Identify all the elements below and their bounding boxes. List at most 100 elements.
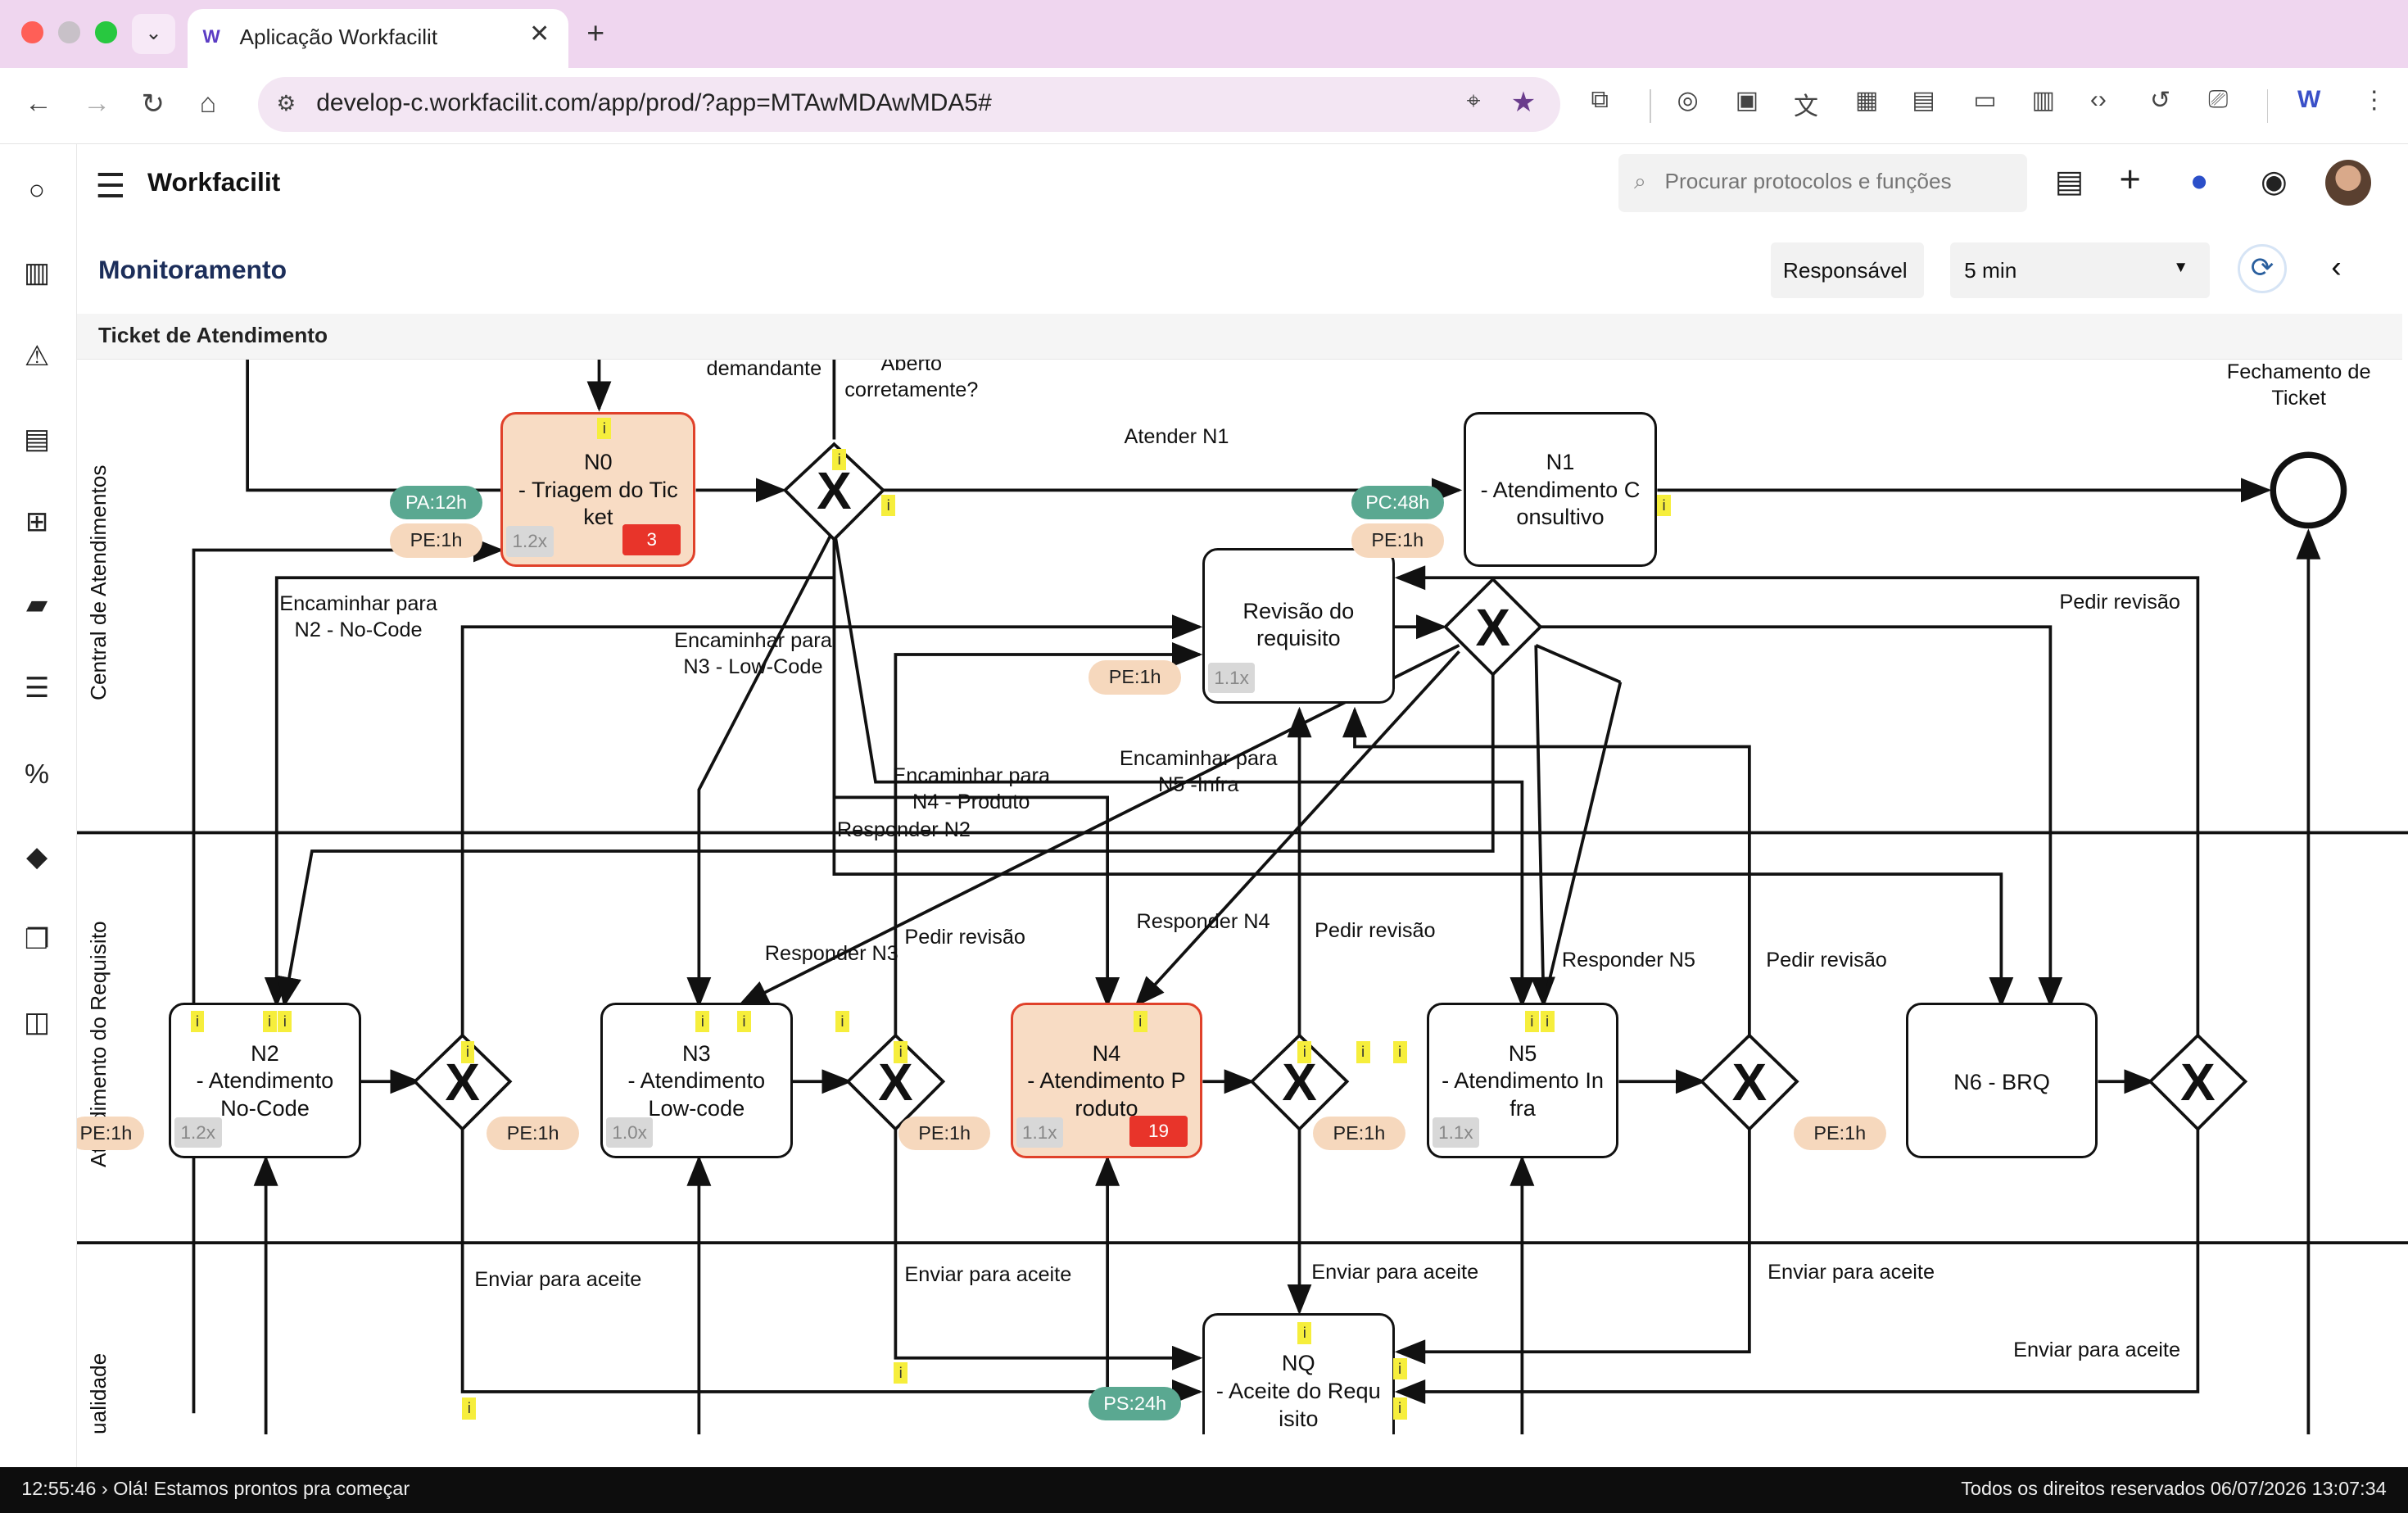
info-marker[interactable]: i <box>835 1010 849 1032</box>
task-n6[interactable]: N6 - BRQ <box>1905 1003 2098 1158</box>
count-badge[interactable]: 3 <box>622 524 681 555</box>
task-revisao[interactable]: Revisão do requisito 1.1x <box>1202 548 1395 704</box>
devices-icon[interactable]: ▭ <box>1973 87 1997 114</box>
reading-mode-icon[interactable]: ▤ <box>1912 87 1935 114</box>
task-n1-line2: - Atendimento C <box>1480 476 1641 502</box>
circle-icon[interactable]: ○ <box>28 174 46 206</box>
info-marker[interactable]: i <box>1392 1397 1407 1420</box>
info-marker[interactable]: i <box>1392 1357 1407 1379</box>
info-marker[interactable]: i <box>1297 1322 1312 1344</box>
url-bar[interactable]: ⚙ develop-c.workfacilit.com/app/prod/?ap… <box>258 76 1560 133</box>
info-marker[interactable]: i <box>1297 1041 1312 1063</box>
copy-icon[interactable]: ❐ <box>24 924 50 955</box>
refresh-icon[interactable]: ⟳ <box>2237 244 2287 294</box>
search-box[interactable]: ⌕ <box>1618 153 2027 212</box>
info-marker[interactable]: i <box>190 1010 205 1032</box>
page-title: Monitoramento <box>98 255 287 285</box>
multiplier-badge: 1.1x <box>1432 1117 1480 1148</box>
user-avatar[interactable] <box>2324 160 2371 206</box>
sla-pill-pe: PE:1h <box>1351 523 1444 558</box>
sla-pill-pe: PE:1h <box>390 523 482 558</box>
info-marker[interactable]: i <box>894 1041 908 1063</box>
percent-icon[interactable]: % <box>24 758 49 790</box>
reload-icon[interactable]: ↻ <box>141 88 165 120</box>
columns-icon[interactable]: ▥ <box>24 257 50 289</box>
add-icon[interactable]: + <box>2119 158 2141 201</box>
user-help-icon[interactable]: ● <box>2189 162 2209 197</box>
chevron-left-icon[interactable]: ‹ <box>2331 248 2342 283</box>
history-icon[interactable]: ↺ <box>2150 87 2171 114</box>
task-n3[interactable]: N3 - Atendimento Low-code 1.0x <box>600 1003 793 1158</box>
info-marker[interactable]: i <box>460 1041 475 1063</box>
incognito-icon[interactable]: ◎ <box>1677 87 1699 114</box>
window-maximize-button[interactable] <box>95 21 117 43</box>
info-marker[interactable]: i <box>1392 1041 1407 1063</box>
search-input[interactable] <box>1661 167 2015 197</box>
presentation-icon[interactable]: ⊞ <box>25 506 49 537</box>
table-icon[interactable]: ▥ <box>2031 87 2055 114</box>
task-n1[interactable]: N1 - Atendimento C onsultivo <box>1463 411 1658 567</box>
book-open-icon[interactable]: ◫ <box>24 1007 50 1039</box>
target-icon[interactable]: ◉ <box>2261 163 2288 198</box>
info-marker[interactable]: i <box>894 1362 908 1384</box>
translate-icon[interactable]: 文 <box>1794 93 1818 120</box>
url-text[interactable]: develop-c.workfacilit.com/app/prod/?app=… <box>316 88 992 116</box>
info-marker[interactable]: i <box>1356 1041 1370 1063</box>
back-icon[interactable]: ← <box>25 87 52 119</box>
bookmark-star-icon[interactable]: ★ <box>1510 87 1536 118</box>
info-marker[interactable]: i <box>262 1010 277 1032</box>
cast-icon[interactable]: ⎚ <box>2208 86 2229 113</box>
task-n4[interactable]: N4 - Atendimento P roduto 1.1x 19 <box>1010 1003 1203 1158</box>
info-marker[interactable]: i <box>1540 1010 1555 1032</box>
hamburger-menu-icon[interactable]: ☰ <box>95 166 126 205</box>
new-tab-button[interactable]: + <box>586 15 605 50</box>
diamond-icon[interactable]: ◆ <box>26 840 48 872</box>
responsible-button[interactable]: Responsável <box>1770 242 1925 298</box>
screenshot-icon[interactable]: ▣ <box>1735 87 1759 114</box>
extensions-icon[interactable]: ⧉ <box>1591 86 1609 113</box>
info-marker[interactable]: i <box>278 1010 292 1032</box>
task-n5[interactable]: N5 - Atendimento In fra 1.1x <box>1426 1003 1619 1158</box>
flow-label: Responder N3 <box>764 942 898 966</box>
info-marker[interactable]: i <box>1524 1010 1539 1032</box>
task-n4-title: N4 <box>1092 1040 1121 1066</box>
book-icon[interactable]: ▤ <box>24 423 50 455</box>
forward-icon[interactable]: → <box>83 87 111 119</box>
multiplier-badge: 1.2x <box>506 526 554 557</box>
svg-text:X: X <box>1731 1053 1767 1112</box>
warning-icon[interactable]: ⚠ <box>24 340 50 372</box>
tab-close-icon[interactable]: ✕ <box>529 20 550 48</box>
home-icon[interactable]: ⌂ <box>199 87 217 119</box>
task-n3-line2: - Atendimento <box>627 1067 766 1094</box>
gateway-n2 <box>412 1033 513 1131</box>
qr-code-icon[interactable]: ▦ <box>1855 87 1879 114</box>
multiplier-badge: 1.0x <box>605 1117 654 1148</box>
multiplier-badge: 1.1x <box>1207 662 1256 694</box>
info-marker[interactable]: i <box>881 494 896 516</box>
info-marker[interactable]: i <box>832 448 847 470</box>
info-marker[interactable]: i <box>737 1010 751 1032</box>
task-n5-title: N5 <box>1508 1040 1537 1066</box>
browser-menu-icon[interactable]: ⋮ <box>2361 87 2387 114</box>
folder-icon[interactable]: ▰ <box>26 589 48 621</box>
info-marker[interactable]: i <box>695 1010 710 1032</box>
refresh-interval-select[interactable]: 5 min ▼ <box>1950 242 2211 298</box>
window-minimize-button[interactable] <box>58 21 80 43</box>
book-icon[interactable]: ▤ <box>2054 163 2084 198</box>
list-icon[interactable]: ☰ <box>24 672 50 704</box>
info-marker[interactable]: i <box>462 1397 477 1420</box>
workfacilit-extension-icon[interactable]: W <box>2297 86 2321 113</box>
count-badge[interactable]: 19 <box>1129 1116 1188 1147</box>
browser-tab[interactable]: W Aplicação Workfacilit ✕ <box>187 9 568 68</box>
window-close-button[interactable] <box>21 21 43 43</box>
site-settings-icon[interactable]: ⚙ <box>276 90 296 116</box>
chevron-down-icon: ▼ <box>2173 258 2188 275</box>
bpmn-diagram[interactable]: X X X X X X X Central de Atendimentos At… <box>76 359 2408 1435</box>
info-marker[interactable]: i <box>597 418 612 440</box>
location-pin-icon[interactable]: ⌖ <box>1466 87 1481 115</box>
code-icon[interactable]: ‹› <box>2089 86 2107 113</box>
info-marker[interactable]: i <box>1657 494 1671 516</box>
tab-list-button[interactable]: ⌄ <box>132 13 175 54</box>
gateway-n4 <box>1249 1033 1350 1131</box>
info-marker[interactable]: i <box>1133 1010 1147 1032</box>
